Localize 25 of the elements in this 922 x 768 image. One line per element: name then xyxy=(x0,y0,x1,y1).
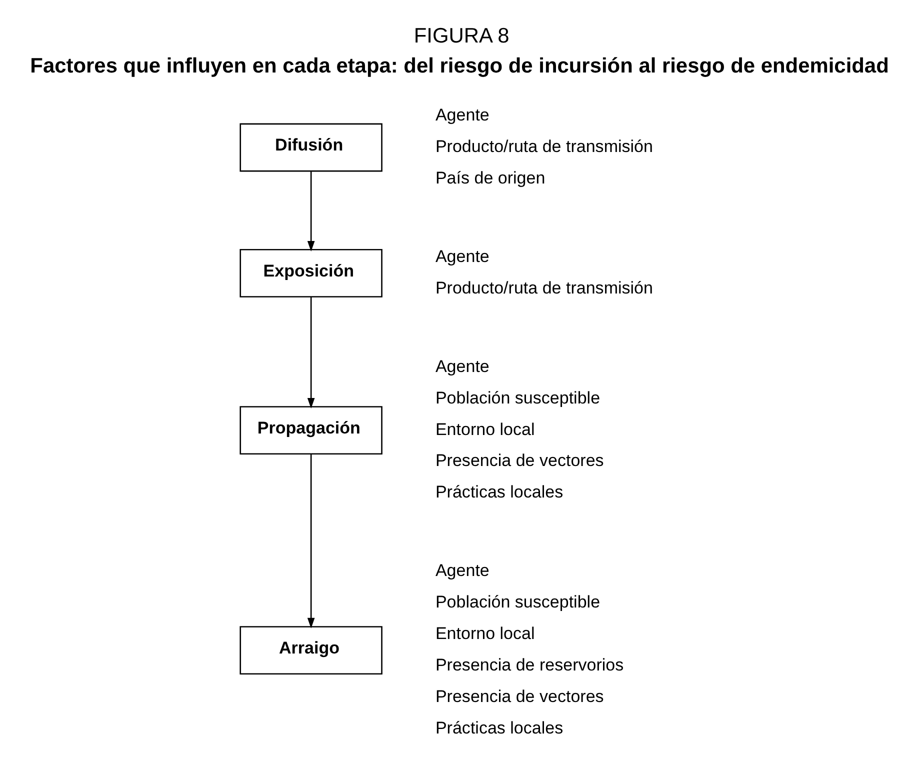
node-label: Producto/ruta de transmisión xyxy=(435,136,653,156)
node-label: País de origen xyxy=(435,168,546,187)
diagram-title: FIGURA 8 xyxy=(414,24,510,47)
caption: Factores que influyen en cada etapa: del riesgo de incursión al riesgo de endemicidad xyxy=(30,54,889,78)
node-label: Agente xyxy=(435,560,490,580)
node-label: Producto/ruta de transmisión xyxy=(435,278,653,297)
node-label: Población susceptible xyxy=(435,592,600,612)
node-box: Difusión xyxy=(240,122,382,172)
node-box: Exposición xyxy=(240,248,382,297)
arrow xyxy=(307,170,315,251)
node-label: Prácticas locales xyxy=(435,482,564,502)
arrow xyxy=(307,454,315,628)
node-label: Entorno local xyxy=(435,624,535,643)
node-label: Agente xyxy=(435,105,490,124)
node-label: Presencia de reservorios xyxy=(435,654,624,674)
arrow xyxy=(307,296,315,408)
node-label: Agente xyxy=(435,356,490,376)
node-label: Prácticas locales xyxy=(435,718,564,737)
node-label: Presencia de vectores xyxy=(435,450,604,470)
node-label: Entorno local xyxy=(435,419,535,438)
node-label: Agente xyxy=(435,246,490,266)
node-box: Arraigo xyxy=(240,626,382,674)
node-label: Población susceptible xyxy=(435,388,600,407)
node-box: Propagación xyxy=(240,406,382,454)
node-label: Presencia de vectores xyxy=(435,686,604,706)
